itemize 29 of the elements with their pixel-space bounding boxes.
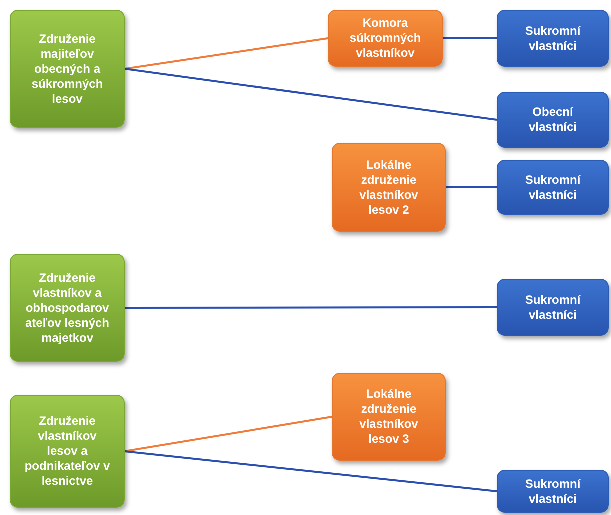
member-box xyxy=(332,373,446,461)
box-label: Sukromní vlastníci xyxy=(524,476,582,506)
owner-box xyxy=(497,92,609,148)
association-box xyxy=(10,254,125,362)
connector-line xyxy=(124,416,332,452)
box-label: Obecní vlastníci xyxy=(528,105,578,135)
owner-box xyxy=(497,470,609,513)
box-label: Združenie vlastníkov lesov a podnikateľov v lesnictve xyxy=(24,414,112,489)
box-label: Komora súkromných vlastníkov xyxy=(348,16,422,61)
member-box xyxy=(328,10,443,67)
box-label: Združenie vlastníkov a obhospodarov ateľov lesných majetkov xyxy=(24,270,110,346)
connector-line xyxy=(124,450,498,492)
member-box xyxy=(332,143,446,232)
box-label: Združenie majiteľov obecných a súkromných lesov xyxy=(30,32,104,106)
owner-box xyxy=(497,279,609,336)
association-box xyxy=(10,395,125,508)
connector-line xyxy=(443,38,497,40)
box-label: Lokálne združenie vlastníkov lesov 2 xyxy=(358,158,420,218)
connector-line xyxy=(446,186,497,188)
connector-line xyxy=(124,68,498,121)
box-label: Sukromní vlastníci xyxy=(524,292,582,322)
box-label: Sukromní vlastníci xyxy=(524,172,582,202)
box-label: Lokálne združenie vlastníkov lesov 3 xyxy=(358,387,420,447)
connector-line xyxy=(124,38,328,70)
box-label: Sukromní vlastníci xyxy=(524,24,582,54)
owner-box xyxy=(497,160,609,215)
connector-line xyxy=(125,306,497,309)
association-box xyxy=(10,10,125,128)
owner-box xyxy=(497,10,609,67)
